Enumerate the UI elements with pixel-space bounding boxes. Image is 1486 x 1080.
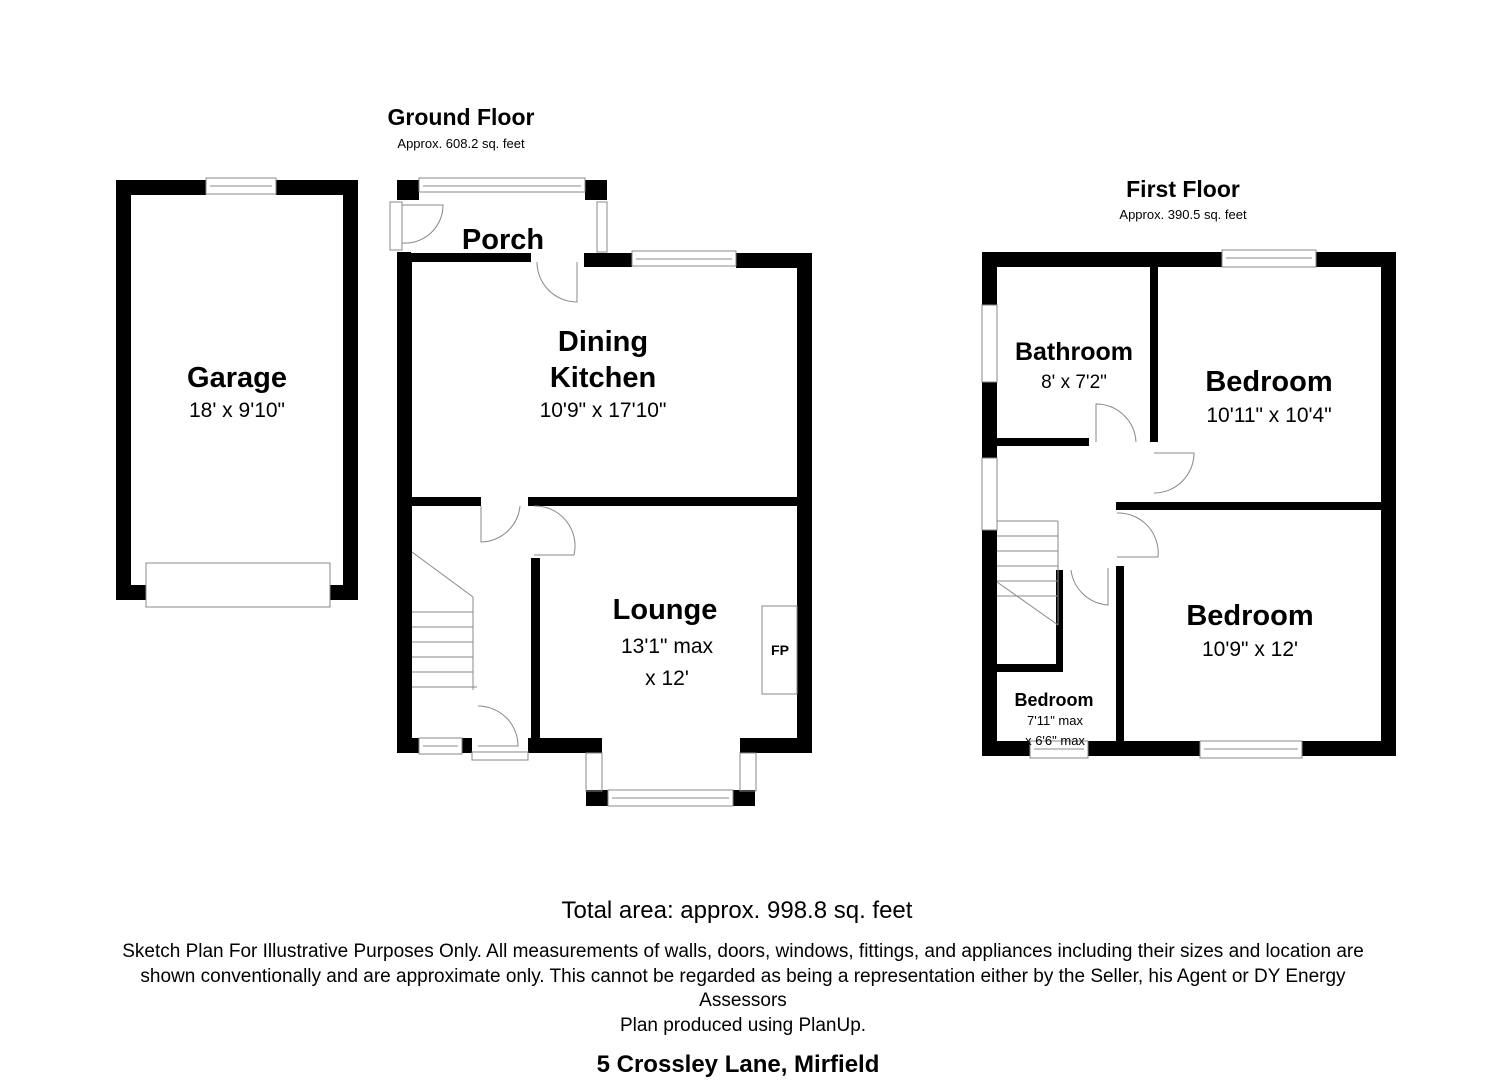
disclaimer-line-1: Sketch Plan For Illustrative Purposes On… (122, 941, 1364, 962)
bedroom-3-dims-line1: 7'11" max (1027, 713, 1083, 728)
fireplace-outline (761, 605, 798, 695)
lounge-dims-line2: x 12' (645, 667, 689, 690)
fireplace-label: FP (771, 642, 789, 658)
ground-floor-title: Ground Floor (387, 104, 535, 130)
dining-kitchen-dims: 10'9" x 17'10" (539, 399, 667, 422)
bedroom-1-dims: 10'11" x 10'4" (1206, 404, 1332, 427)
first-floor-area: Approx. 390.5 sq. feet (1119, 207, 1247, 222)
bedroom-2-label: Bedroom (1186, 600, 1314, 632)
disclaimer: Sketch Plan For Illustrative Purposes On… (40, 940, 1446, 1038)
ground-floor-walls (397, 253, 812, 806)
first-floor-title: First Floor (1126, 176, 1240, 202)
bathroom-label: Bathroom (1014, 338, 1134, 366)
doors (401, 204, 1195, 747)
bedroom-3-dims-line2: x 6'6" max (1025, 733, 1085, 748)
stairs (411, 520, 1059, 690)
garage-walls (116, 180, 358, 600)
bedroom-3-label: Bedroom (1014, 690, 1094, 710)
lounge-label: Lounge (612, 594, 718, 626)
bedroom-1-label: Bedroom (1205, 366, 1333, 398)
first-floor-walls (982, 252, 1396, 756)
lounge-dims-line1: 13'1" max (620, 635, 714, 658)
disclaimer-line-3: Assessors (699, 990, 787, 1011)
property-address: 5 Crossley Lane, Mirfield (596, 1051, 880, 1078)
garage-dims: 18' x 9'10" (188, 399, 286, 422)
disclaimer-line-2: shown conventionally and are approximate… (140, 965, 1346, 987)
ground-floor-area: Approx. 608.2 sq. feet (397, 136, 525, 151)
bedroom-2-dims: 10'9" x 12' (1201, 638, 1299, 661)
windows (145, 177, 1317, 807)
porch-label: Porch (461, 224, 545, 256)
dining-kitchen-label-line1: Dining (557, 326, 649, 358)
dining-kitchen-label-line2: Kitchen (549, 362, 657, 394)
garage-label: Garage (187, 362, 287, 394)
produced-by: Plan produced using PlanUp. (619, 1014, 867, 1036)
bathroom-dims: 8' x 7'2" (1041, 372, 1107, 393)
total-area: Total area: approx. 998.8 sq. feet (561, 897, 913, 924)
